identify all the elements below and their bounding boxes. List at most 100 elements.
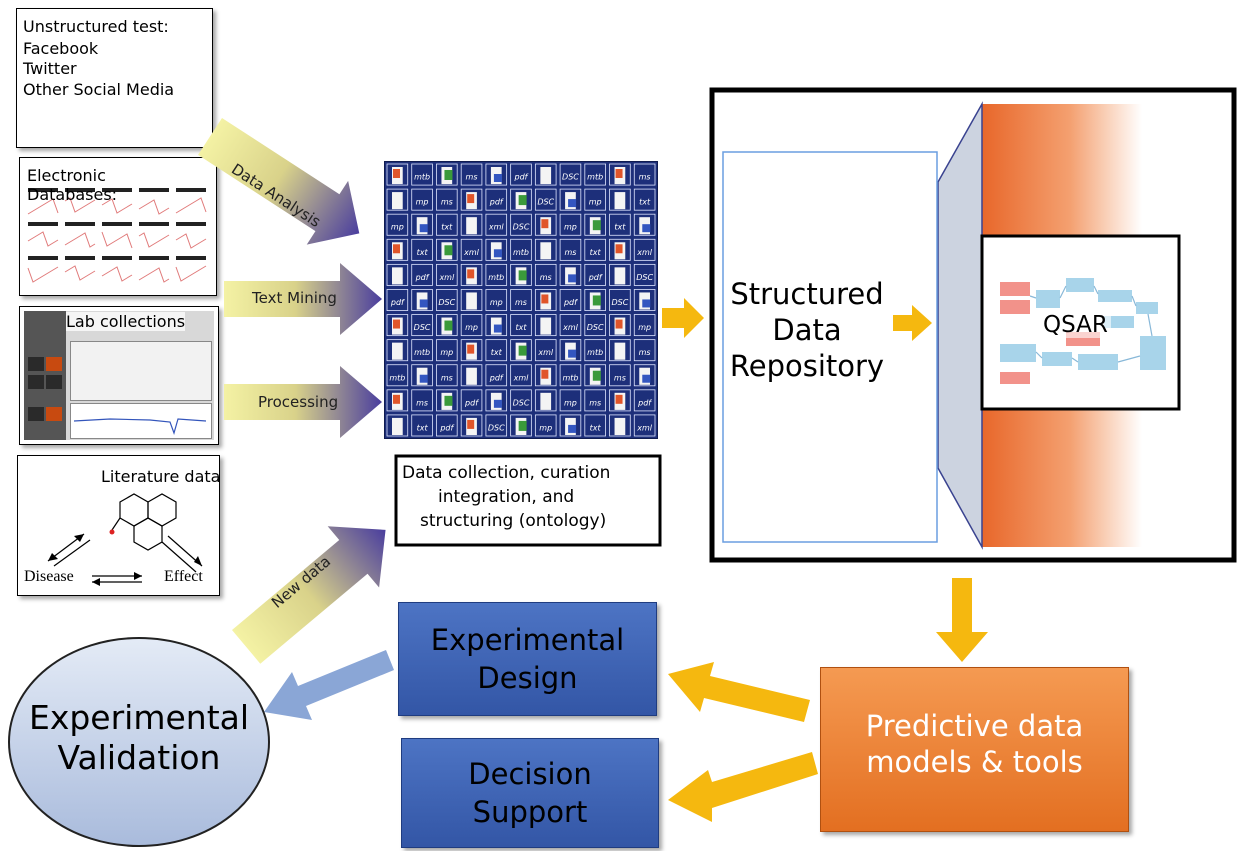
new-data-arrow (232, 526, 386, 664)
predictive-models-box[interactable]: Predictive data models & tools (820, 667, 1129, 832)
social-media-line-other: Other Social Media (23, 80, 175, 99)
svg-text:mtb: mtb (488, 273, 504, 282)
experimental-design-line1: Experimental (430, 623, 625, 657)
svg-text:xml: xml (488, 223, 505, 232)
svg-text:pdf: pdf (390, 298, 405, 307)
decision-support-line2: Support (472, 795, 588, 829)
svg-text:DSC: DSC (488, 423, 505, 432)
svg-text:mtb: mtb (414, 173, 430, 182)
svg-text:DSC: DSC (513, 398, 530, 407)
data-analysis-arrow (198, 118, 360, 245)
svg-text:DSC: DSC (537, 198, 554, 207)
decision-support-line1: Decision (468, 757, 592, 791)
social-media-title: Unstructured test: (23, 17, 169, 36)
experimental-validation-line2: Validation (57, 738, 221, 777)
literature-data-title: Literature data (101, 467, 221, 486)
collection-caption-line1: Data collection, curation (402, 463, 611, 483)
svg-text:txt: txt (590, 248, 602, 257)
svg-text:xml: xml (562, 323, 579, 332)
literature-data-source-box: Literature data Disease Effect (17, 455, 220, 596)
svg-text:ms: ms (441, 373, 453, 382)
svg-text:xml: xml (438, 273, 455, 282)
svg-text:pdf: pdf (415, 273, 430, 282)
svg-text:mtb: mtb (389, 373, 405, 382)
svg-text:ms: ms (564, 248, 576, 257)
decision-support-box[interactable]: Decision Support (401, 738, 659, 848)
svg-text:xml: xml (636, 248, 653, 257)
repository-inner-box (722, 151, 938, 543)
svg-text:ms: ms (614, 373, 626, 382)
svg-text:txt: txt (639, 198, 651, 207)
svg-text:ms: ms (639, 348, 651, 357)
svg-text:xml: xml (537, 348, 554, 357)
svg-text:pdf: pdf (637, 398, 652, 407)
svg-text:txt: txt (417, 248, 429, 257)
svg-text:txt: txt (590, 423, 602, 432)
svg-text:DSC: DSC (562, 173, 579, 182)
svg-text:DSC: DSC (414, 323, 431, 332)
experimental-validation-circle (8, 637, 270, 847)
repository-perspective-panel (937, 101, 983, 550)
processing-arrow (224, 366, 382, 438)
qsar-label: QSAR (1040, 312, 1111, 338)
svg-text:ms: ms (466, 173, 478, 182)
svg-text:mp: mp (564, 398, 577, 407)
svg-text:mtb: mtb (513, 248, 529, 257)
svg-text:pdf: pdf (439, 423, 454, 432)
svg-text:pdf: pdf (514, 173, 529, 182)
svg-text:mp: mp (589, 198, 602, 207)
social-media-line-facebook: Facebook (23, 39, 99, 58)
svg-text:mp: mp (391, 223, 404, 232)
svg-text:mtb: mtb (414, 348, 430, 357)
svg-text:ms: ms (589, 398, 601, 407)
predictive-to-design-arrow (668, 662, 810, 722)
svg-text:ms: ms (441, 198, 453, 207)
predictive-models-line1: Predictive data (865, 709, 1084, 743)
repository-to-predictive-arrow (936, 578, 988, 662)
svg-text:mp: mp (539, 423, 552, 432)
svg-text:ms: ms (515, 298, 527, 307)
text-mining-arrow (224, 263, 382, 335)
predictive-models-line2: models & tools (866, 745, 1083, 779)
svg-text:pdf: pdf (563, 298, 578, 307)
svg-text:ms: ms (639, 173, 651, 182)
electronic-databases-title-line1: Electronic (27, 166, 106, 185)
svg-text:mtb: mtb (587, 173, 603, 182)
svg-text:mp: mp (465, 323, 478, 332)
svg-text:txt: txt (441, 223, 453, 232)
svg-text:mp: mp (564, 223, 577, 232)
svg-text:DSC: DSC (438, 298, 455, 307)
collection-caption-box (394, 454, 662, 547)
collection-caption-line3: structuring (ontology) (420, 511, 607, 531)
svg-text:xml: xml (513, 373, 530, 382)
electronic-databases-source-box: Electronic Databases: (19, 157, 217, 296)
svg-text:ms: ms (416, 398, 428, 407)
svg-text:mp: mp (490, 298, 503, 307)
svg-text:pdf: pdf (489, 198, 504, 207)
svg-text:DSC: DSC (611, 298, 628, 307)
svg-text:xml: xml (636, 423, 653, 432)
experimental-design-line2: Design (477, 661, 578, 695)
svg-text:pdf: pdf (588, 273, 603, 282)
svg-text:mp: mp (638, 323, 651, 332)
literature-effect-label: Effect (164, 568, 203, 585)
svg-text:pdf: pdf (489, 373, 504, 382)
svg-text:txt: txt (614, 223, 626, 232)
svg-text:mtb: mtb (562, 373, 578, 382)
svg-text:txt: txt (515, 323, 527, 332)
repository-title-line3: Repository (729, 349, 885, 383)
svg-text:pdf: pdf (464, 398, 479, 407)
svg-text:DSC: DSC (513, 223, 530, 232)
svg-text:txt: txt (417, 423, 429, 432)
repository-title-line1: Structured (730, 277, 884, 311)
processing-arrow-label: Processing (258, 393, 339, 411)
electronic-databases-title-line2: Databases: (27, 185, 118, 204)
experimental-design-box[interactable]: Experimental Design (398, 602, 657, 716)
experimental-validation-line1: Experimental (28, 698, 250, 737)
literature-disease-label: Disease (24, 568, 74, 585)
predictive-to-decision-arrow (668, 752, 818, 822)
social-media-source-box: Unstructured test: Facebook Twitter Othe… (16, 8, 213, 148)
svg-text:mtb: mtb (587, 348, 603, 357)
